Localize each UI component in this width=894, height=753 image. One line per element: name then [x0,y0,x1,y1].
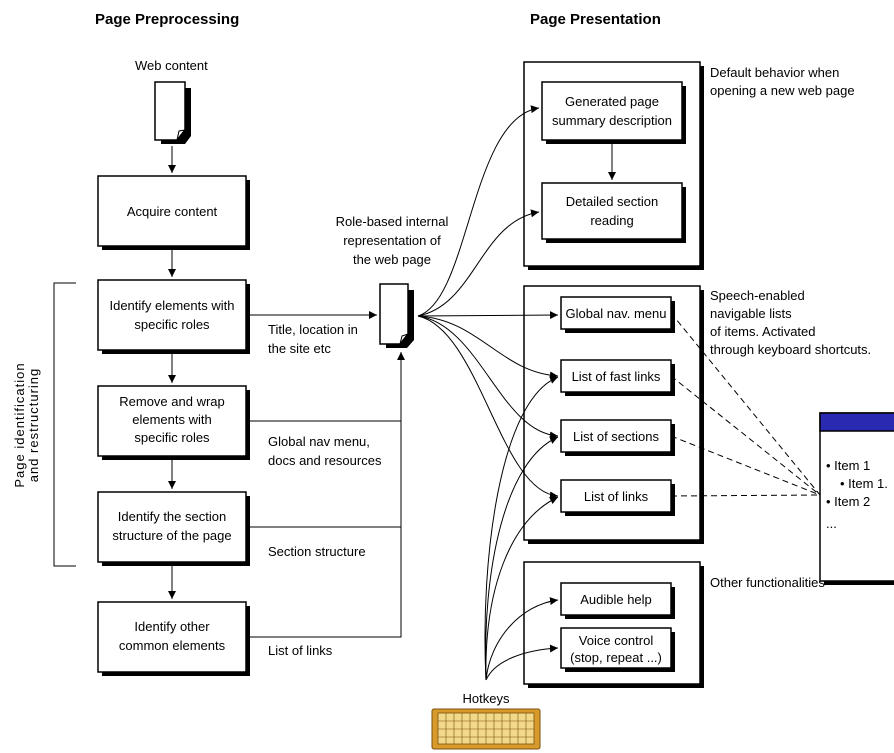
identify-other-line1: Identify other [134,619,210,634]
generated-summary-line2: summary description [552,113,672,128]
representation-to-presentation-curves [417,105,559,500]
header-page-preprocessing: Page Preprocessing [95,11,239,28]
links-box: List of links [560,479,675,516]
voice-control-line2: (stop, repeat ...) [570,650,662,665]
edge-label-list-of-links: List of links [268,643,333,658]
sections-label: List of sections [573,429,659,444]
detailed-section-box: Detailed section reading [541,182,686,243]
generated-summary-line1: Generated page [565,94,659,109]
role-based-line2: representation of [343,233,441,248]
identify-roles-line2: specific roles [134,317,210,332]
identify-roles-box: Identify elements with specific roles [97,279,250,354]
edge-label-global-nav-line2: docs and resources [268,453,382,468]
restructuring-bracket [53,282,76,567]
links-label: List of links [584,489,649,504]
edge-label-section-structure: Section structure [268,544,366,559]
fast-links-box: List of fast links [560,359,675,396]
speech-enabled-line1: Speech-enabled [710,288,805,303]
speech-enabled-line2: navigable lists [710,306,792,321]
acquire-content-label: Acquire content [127,204,218,219]
representation-document-icon [379,283,414,348]
voice-control-box: Voice control (stop, repeat ...) [560,627,675,672]
default-behavior-line2: opening a new web page [710,83,855,98]
remove-wrap-box: Remove and wrap elements with specific r… [97,385,250,460]
web-content-document-icon [154,81,191,144]
hotkeys-label: Hotkeys [463,691,510,706]
keyboard-icon [431,708,541,750]
preprocessing-to-representation-lines [246,311,405,638]
identify-other-box: Identify other common elements [97,601,250,676]
role-based-line3: the web page [353,252,431,267]
web-content-label: Web content [135,58,208,73]
other-functionalities-label: Other functionalities [710,575,825,590]
edge-label-title-line1: Title, location in [268,322,358,337]
default-behavior-line1: Default behavior when [710,65,839,80]
sections-box: List of sections [560,419,675,456]
audible-help-label: Audible help [580,592,652,607]
popup-item-2: • Item 2 [826,494,870,509]
detailed-section-line1: Detailed section [566,194,659,209]
hotkey-curves [484,376,559,681]
role-based-line1: Role-based internal [336,214,449,229]
global-nav-menu-box: Global nav. menu [560,296,675,333]
acquire-content-box: Acquire content [97,175,250,250]
audible-help-box: Audible help [560,582,675,619]
speech-enabled-line4: through keyboard shortcuts. [710,342,871,357]
identify-other-line2: common elements [119,638,226,653]
remove-wrap-line1: Remove and wrap [119,394,225,409]
popup-item-1-1: • Item 1. [840,476,888,491]
bracket-label-line2: and restructuring [26,368,41,483]
generated-summary-box: Generated page summary description [541,81,686,144]
identify-section-line2: structure of the page [112,528,231,543]
identify-section-line1: Identify the section [118,509,226,524]
header-page-presentation: Page Presentation [530,11,661,28]
detailed-section-line2: reading [590,213,633,228]
bracket-label: Page identification and restructuring [12,362,41,487]
identify-roles-line1: Identify elements with [109,298,234,313]
edge-label-global-nav-line1: Global nav menu, [268,434,370,449]
edge-label-title-line2: the site etc [268,341,331,356]
popup-item-ellipsis: ... [826,516,837,531]
popup-title-bar [819,412,894,432]
identify-section-box: Identify the section structure of the pa… [97,491,250,566]
fast-links-label: List of fast links [572,369,661,384]
popup-item-1: • Item 1 [826,458,870,473]
remove-wrap-line2: elements with [132,412,211,427]
remove-wrap-line3: specific roles [134,430,210,445]
popup-list-window: • Item 1 • Item 1. • Item 2 ... [819,412,894,585]
voice-control-line1: Voice control [579,633,654,648]
dashed-popup-connectors [670,312,821,497]
global-nav-menu-label: Global nav. menu [566,306,667,321]
bracket-label-line1: Page identification [12,362,27,487]
speech-enabled-line3: of items. Activated [710,324,816,339]
